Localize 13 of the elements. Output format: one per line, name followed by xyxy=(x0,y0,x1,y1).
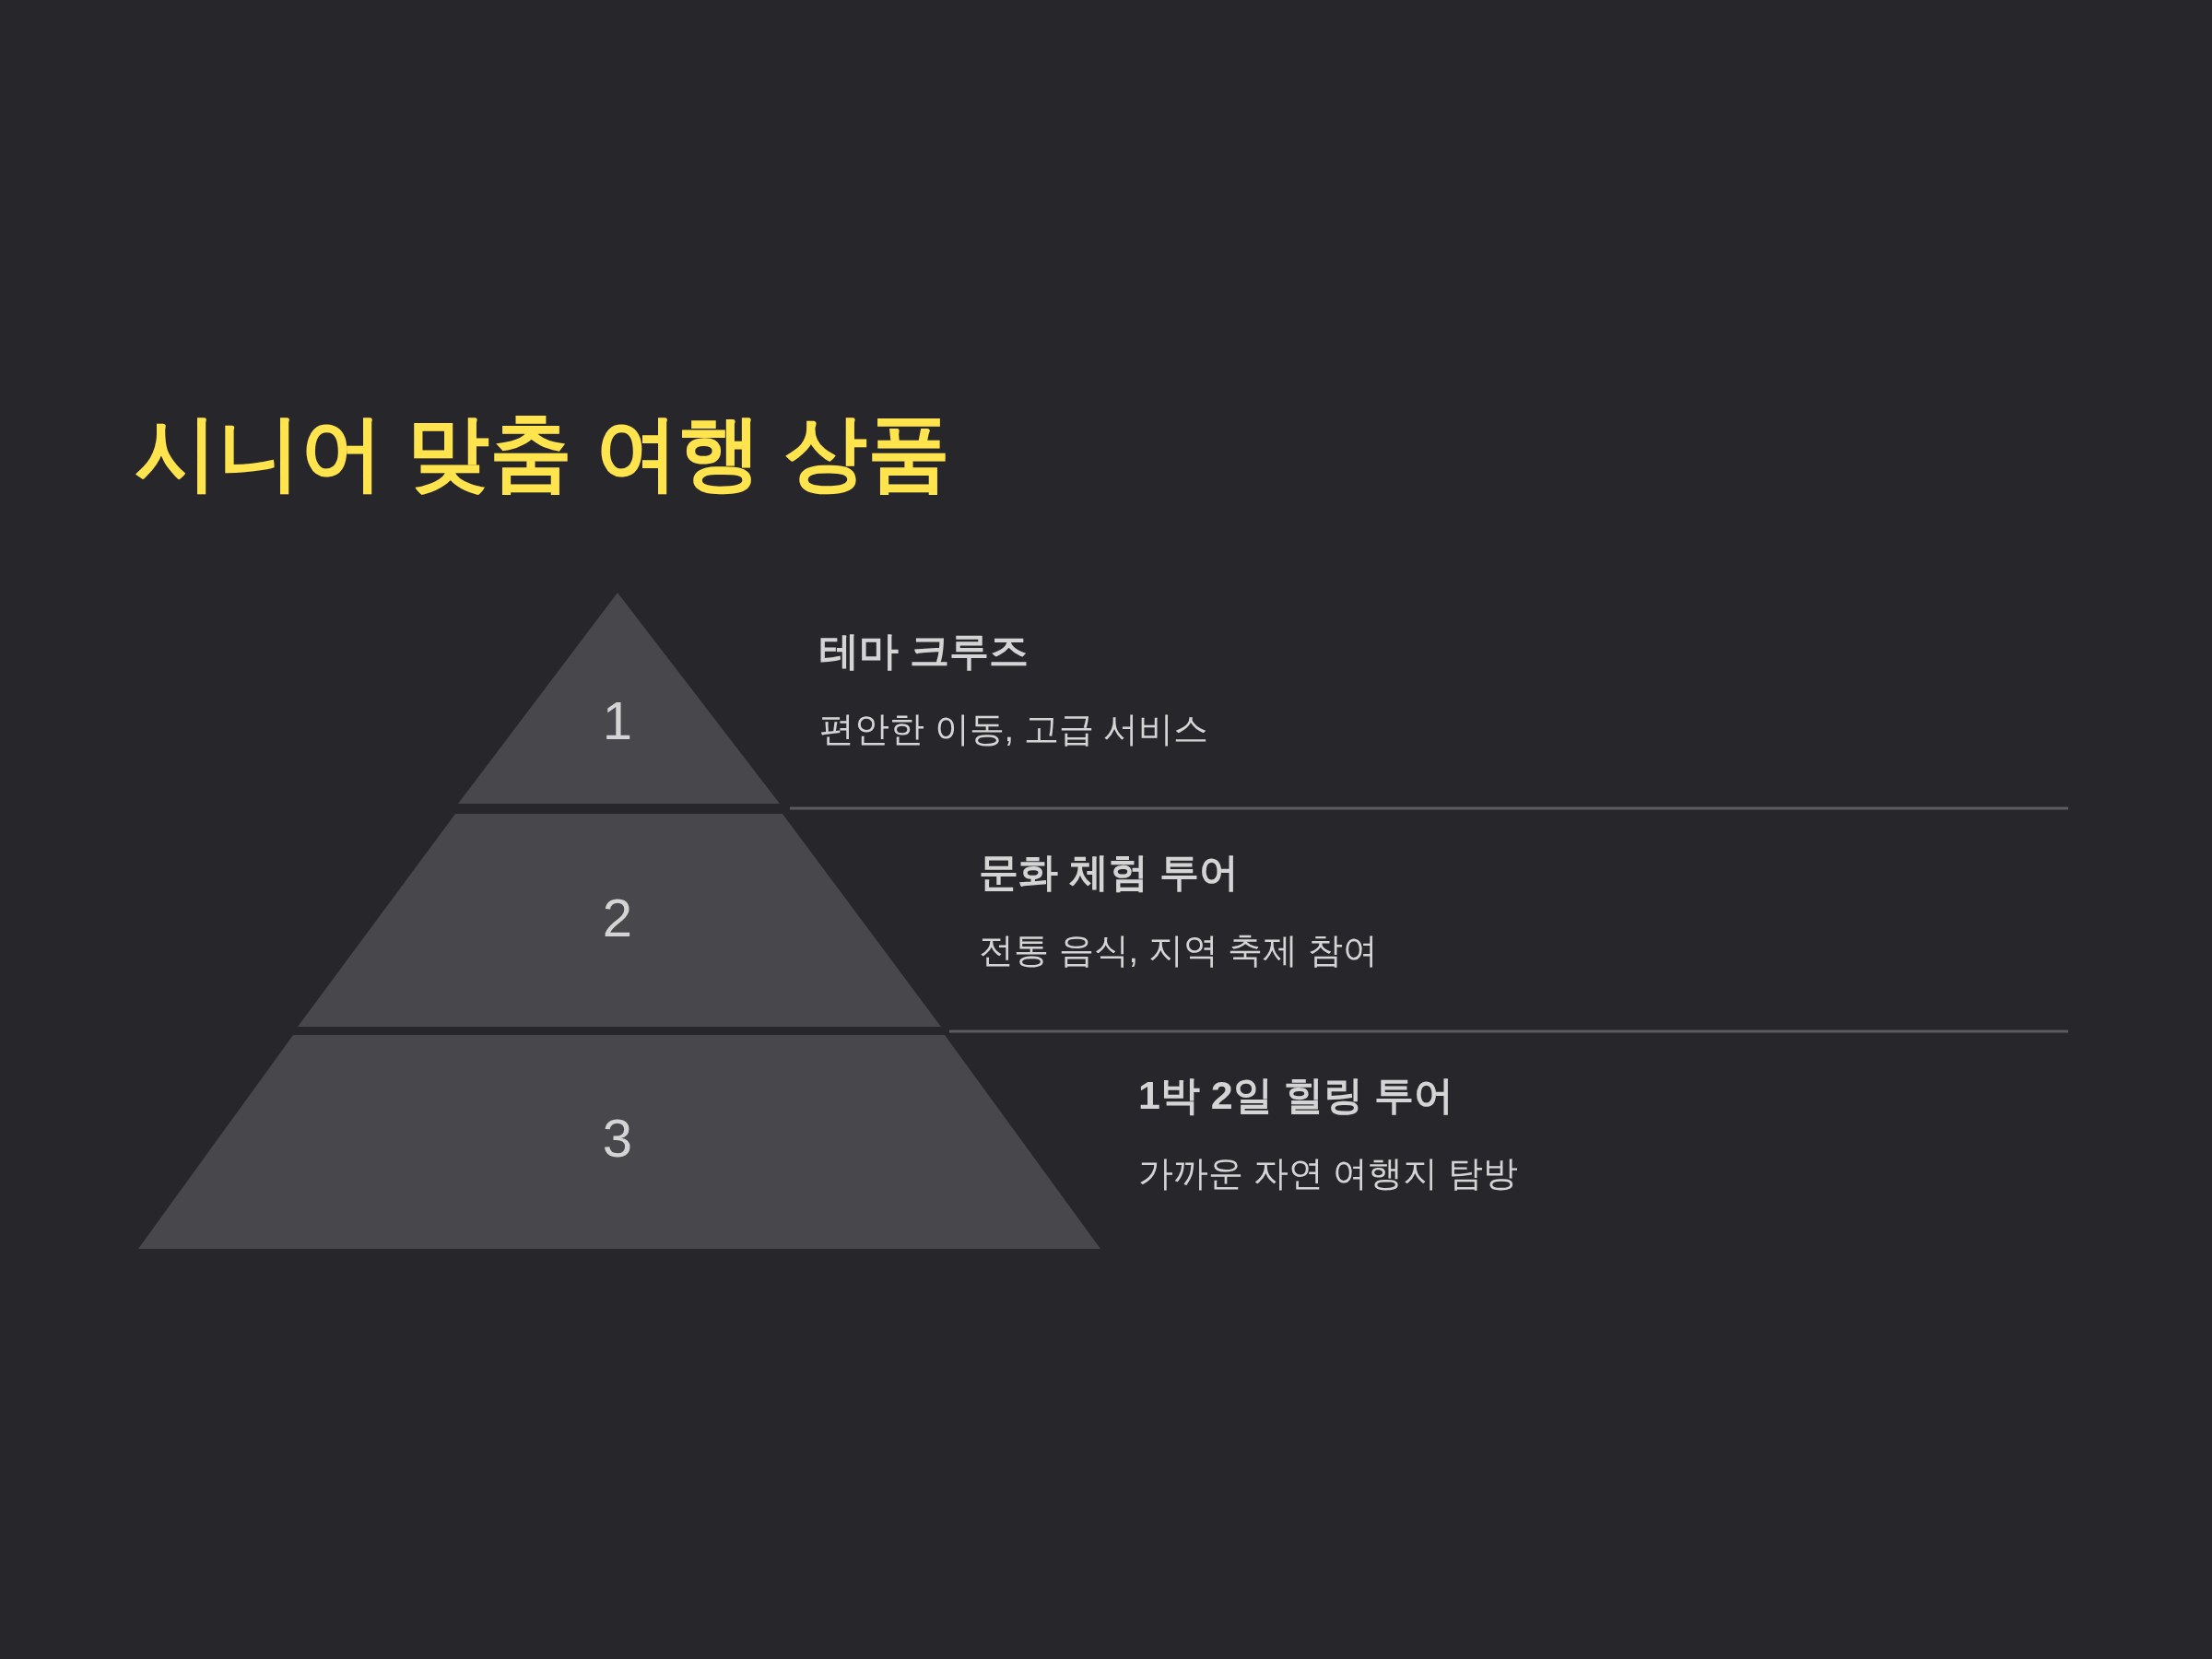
tier-description: 가까운 자연 여행지 탐방 xyxy=(1138,1154,1518,1194)
pyramid-tier xyxy=(298,814,941,1027)
tier-heading: 문화 체험 투어 xyxy=(979,850,1239,896)
tier-number: 2 xyxy=(602,891,633,945)
pyramid-tier xyxy=(458,593,780,804)
title: 시니어 맞춤 여행 상품 xyxy=(135,406,950,500)
tier-number: 1 xyxy=(602,694,633,747)
tier-number: 3 xyxy=(602,1112,633,1165)
tier-description: 편안한 이동, 고급 서비스 xyxy=(819,710,1209,750)
tier-heading: 1박 2일 힐링 투어 xyxy=(1138,1073,1453,1119)
tier-heading: 테마 크루즈 xyxy=(819,629,1029,675)
pyramid-tier xyxy=(138,1035,1100,1249)
tier-description: 전통 음식, 지역 축제 참여 xyxy=(979,931,1378,971)
